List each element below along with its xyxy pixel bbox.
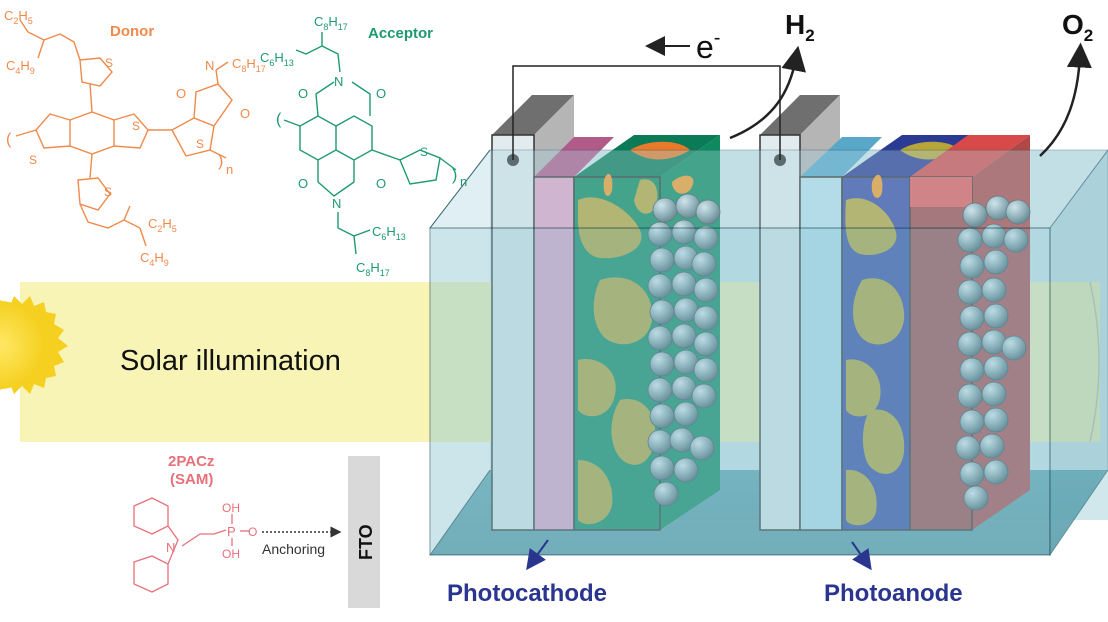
svg-text:C4H9: C4H9 (140, 250, 169, 268)
photocathode-orange-plume (603, 173, 613, 196)
electron-label: e- (696, 27, 720, 65)
sun-icon (0, 296, 68, 394)
svg-text:N: N (332, 196, 341, 211)
photoanode-etl-top (800, 137, 882, 177)
svg-text:n: n (460, 174, 467, 189)
o2-evolution: O2 (1039, 9, 1093, 157)
svg-text:): ) (218, 153, 223, 170)
sam-label-line2: (SAM) (170, 471, 213, 488)
donor-structure: Donor C2H5 C4H9 S S S ( S N O O C8H17 ) … (4, 8, 266, 268)
photoanode-catalyst-particles (955, 195, 1031, 511)
external-circuit: e- (512, 27, 781, 160)
svg-text:n: n (226, 162, 233, 177)
tank-front-wall (429, 227, 1051, 556)
svg-text:O: O (240, 106, 250, 121)
photocathode-htl (533, 176, 575, 531)
svg-text:S: S (104, 185, 112, 199)
h2-arrow (729, 45, 806, 140)
photoanode-glass-front (759, 134, 801, 531)
svg-text:(: ( (6, 131, 12, 148)
svg-text:C4H9: C4H9 (6, 58, 35, 76)
photocathode-orange-plume-2 (672, 175, 694, 194)
tank-front (428, 149, 1108, 557)
svg-text:S: S (105, 56, 113, 70)
photoanode-blend-pattern (845, 198, 905, 526)
h2-label: H2 (785, 9, 815, 45)
photocathode-electrode (491, 95, 721, 531)
photoanode-htl-front-top (910, 177, 972, 207)
photoanode-etl (799, 176, 843, 531)
tank-right-wall (1049, 149, 1108, 557)
anchoring: Anchoring FTO (262, 456, 380, 608)
svg-text:C6H13: C6H13 (260, 50, 294, 68)
svg-text:C6H13: C6H13 (372, 224, 406, 242)
electrode-labels: Photocathode Photoanode (447, 539, 963, 607)
o2-label: O2 (1062, 9, 1093, 45)
sam-label-line1: 2PACz (168, 453, 214, 470)
acceptor-label: Acceptor (368, 25, 433, 42)
svg-text:S: S (420, 145, 428, 159)
svg-text:O: O (376, 176, 386, 191)
svg-text:O: O (248, 525, 257, 539)
anchoring-label: Anchoring (262, 541, 325, 557)
photoanode-orange-plume (871, 174, 883, 198)
svg-text:N: N (166, 540, 175, 555)
photoanode-htl-top (910, 135, 1030, 177)
photocathode-label: Photocathode (447, 580, 607, 607)
beam-end-cap (1089, 281, 1100, 443)
svg-text:C8H17: C8H17 (314, 14, 348, 32)
photocathode-glass-front (491, 134, 535, 531)
solar-illumination-label: Solar illumination (120, 345, 341, 377)
svg-text:O: O (298, 176, 308, 191)
tank-top-surface (428, 149, 1108, 229)
svg-text:S: S (196, 137, 204, 151)
svg-text:N: N (205, 58, 214, 73)
fto-label: FTO (356, 524, 376, 560)
svg-text:): ) (452, 167, 457, 184)
circuit-wire (512, 65, 781, 160)
svg-text:O: O (376, 86, 386, 101)
svg-text:P: P (227, 524, 236, 539)
photoanode-label: Photoanode (824, 580, 963, 607)
svg-text:(: ( (276, 111, 282, 128)
svg-text:C8H17: C8H17 (232, 56, 266, 74)
acceptor-structure: Acceptor C8H17 C6H13 N O O ( S ) n O O N… (260, 14, 467, 278)
photocathode-top-pattern (630, 141, 690, 160)
svg-text:S: S (132, 119, 140, 133)
svg-text:C2H5: C2H5 (4, 8, 33, 26)
svg-text:C2H5: C2H5 (148, 216, 177, 234)
sam-structure: 2PACz (SAM) N P OH O OH (133, 453, 257, 593)
o2-arrow (1039, 42, 1092, 157)
svg-text:C8H17: C8H17 (356, 260, 390, 278)
photocathode-htl-top (534, 137, 614, 177)
svg-text:S: S (29, 153, 37, 167)
svg-text:O: O (176, 86, 186, 101)
photocathode-catalyst-particles (647, 193, 721, 507)
photoanode-electrode (759, 95, 1031, 531)
donor-label: Donor (110, 23, 154, 40)
h2-evolution: H2 (729, 9, 815, 140)
svg-text:OH: OH (222, 501, 240, 515)
fto-bar (348, 456, 380, 608)
svg-text:N: N (334, 74, 343, 89)
svg-text:O: O (298, 86, 308, 101)
photocathode-blend-pattern (578, 179, 658, 525)
svg-text:OH: OH (222, 547, 240, 561)
